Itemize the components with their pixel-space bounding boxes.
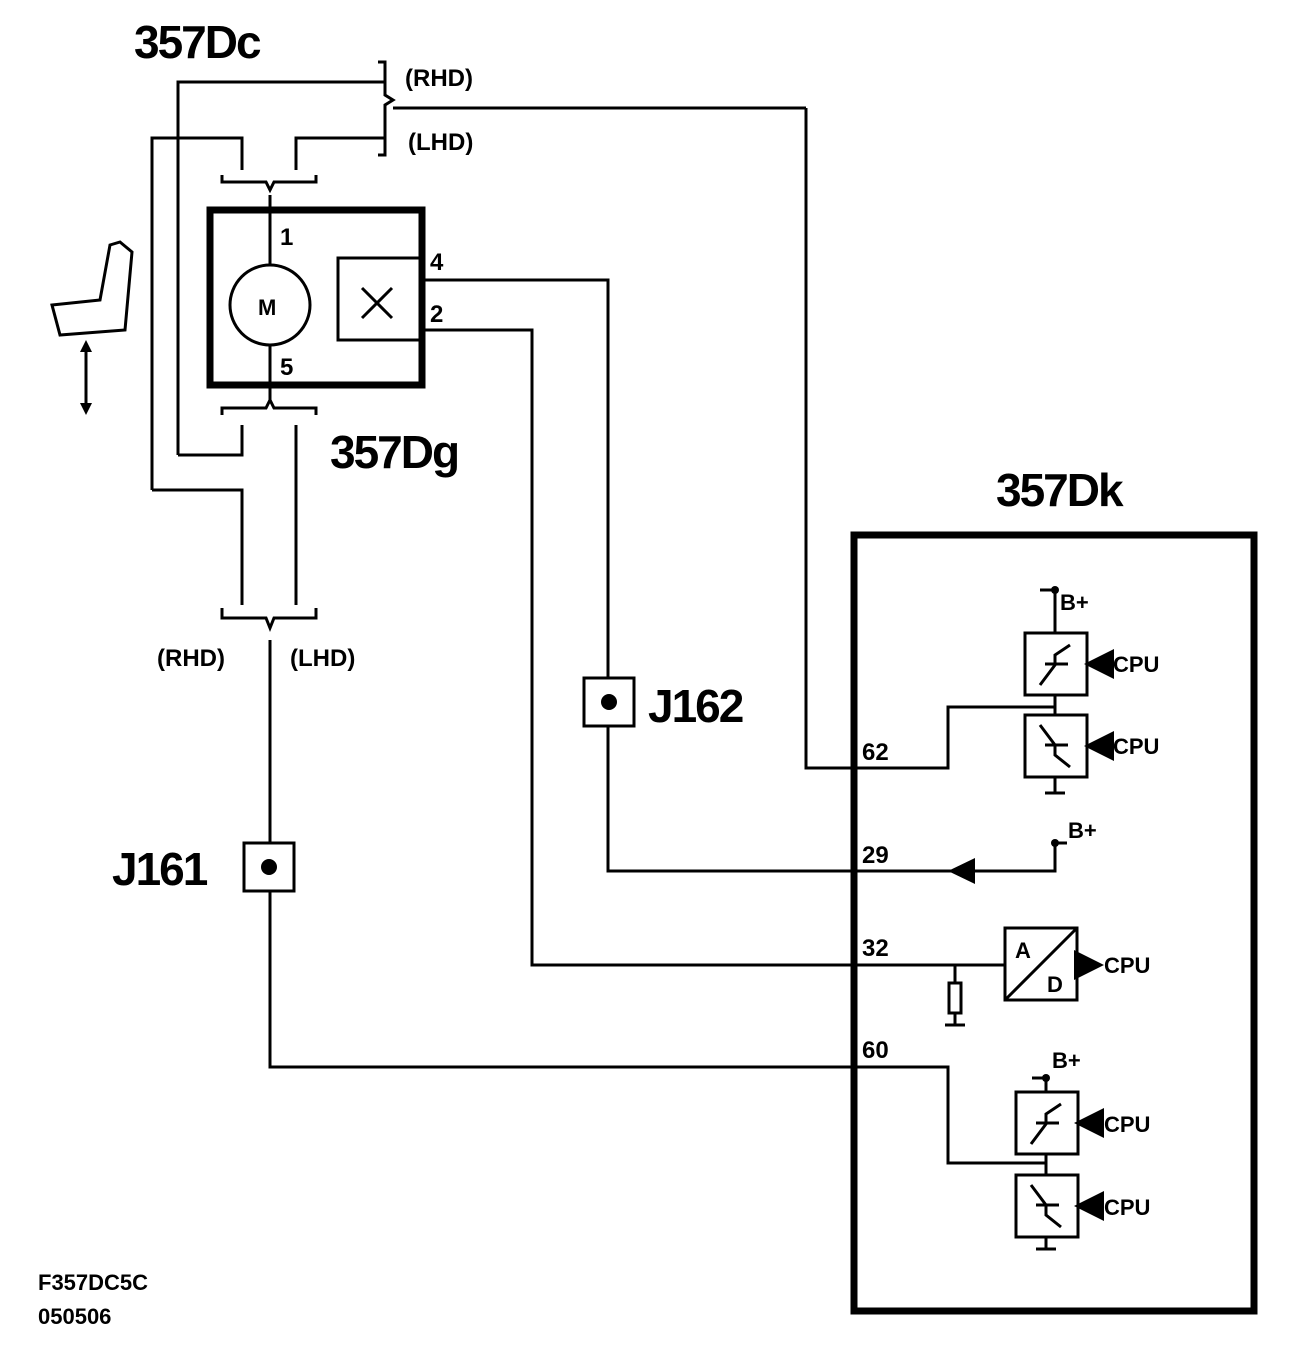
figure-code: F357DC5C	[38, 1270, 148, 1295]
motor-pin-5: 5	[280, 354, 293, 381]
cpu-label-4: CPU	[1104, 1195, 1150, 1220]
module-pin-60: 60	[862, 1037, 889, 1064]
module-pin-62: 62	[862, 739, 889, 766]
junction-j162-label: J162	[648, 680, 743, 732]
motor-pin-1: 1	[280, 224, 293, 251]
sensor-pin-2: 2	[430, 301, 443, 328]
transistor-icon	[1014, 1090, 1080, 1156]
ad-converter-icon: A D	[1003, 926, 1079, 1002]
motor-icon: M	[228, 263, 312, 347]
transistor-icon	[1014, 1173, 1080, 1239]
variant-brace-top	[378, 60, 396, 157]
transistor-icon	[1023, 713, 1089, 779]
sensor-pin-4: 4	[430, 249, 444, 276]
control-module-box	[850, 531, 1258, 1315]
seat-icon	[50, 240, 134, 337]
bottom-lhd-label: (LHD)	[290, 645, 355, 672]
top-motor-brace	[220, 175, 318, 194]
junction-j161	[242, 841, 296, 893]
b-plus-pin29: B+	[1068, 818, 1097, 843]
resistor-icon	[945, 965, 965, 1027]
bottom-rhd-label: (RHD)	[157, 645, 225, 672]
transistor-icon	[1023, 631, 1089, 697]
junction-j161-label: J161	[112, 843, 208, 895]
b-plus-upper: B+	[1060, 590, 1089, 615]
lower-variant-brace	[220, 608, 318, 633]
figure-date: 050506	[38, 1304, 111, 1329]
motor-assembly-box	[206, 206, 426, 389]
ad-label-a: A	[1015, 938, 1031, 963]
cpu-label-2: CPU	[1113, 734, 1159, 759]
connector-357dg-label: 357Dg	[330, 426, 458, 478]
motor-symbol: M	[258, 295, 276, 320]
junction-j162	[582, 676, 636, 728]
module-pin-32: 32	[862, 935, 889, 962]
sensor-x-icon	[336, 256, 424, 342]
top-rhd-label: (RHD)	[405, 65, 473, 92]
current-source-arrow-icon	[948, 858, 975, 884]
ad-label-d: D	[1047, 972, 1063, 997]
module-pin-29: 29	[862, 842, 889, 869]
connector-357dc-label: 357Dc	[134, 16, 261, 68]
top-lhd-label: (LHD)	[408, 129, 473, 156]
cpu-label-ad: CPU	[1104, 953, 1150, 978]
up-down-arrow-icon	[80, 340, 92, 415]
cpu-label-1: CPU	[1113, 652, 1159, 677]
b-plus-lower: B+	[1052, 1048, 1081, 1073]
bottom-motor-brace	[220, 396, 318, 415]
cpu-label-3: CPU	[1104, 1112, 1150, 1137]
module-357dk-label: 357Dk	[996, 464, 1124, 516]
